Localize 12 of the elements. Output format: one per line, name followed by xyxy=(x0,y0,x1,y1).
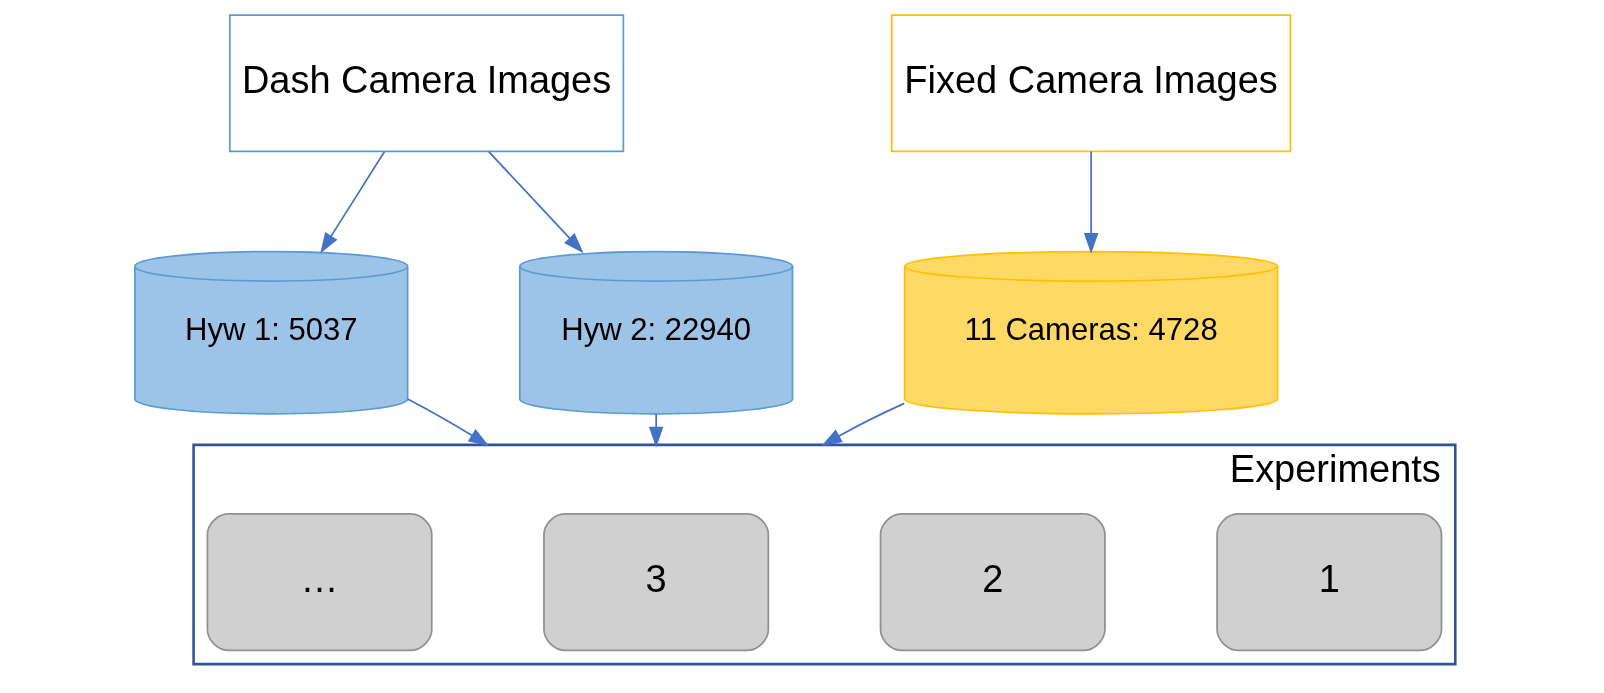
arrow xyxy=(487,150,584,254)
arrow xyxy=(1083,150,1099,254)
node-box: Dash Camera Images xyxy=(228,14,625,153)
node-box: … xyxy=(206,513,433,652)
node-box: 2 xyxy=(879,513,1106,652)
arrow xyxy=(320,150,386,254)
node-box: 3 xyxy=(543,513,770,652)
node-box: 1 xyxy=(1216,513,1443,652)
node-box: Fixed Camera Images xyxy=(890,14,1292,153)
arrow xyxy=(821,402,906,447)
arrow xyxy=(648,413,664,448)
arrow xyxy=(406,398,490,447)
